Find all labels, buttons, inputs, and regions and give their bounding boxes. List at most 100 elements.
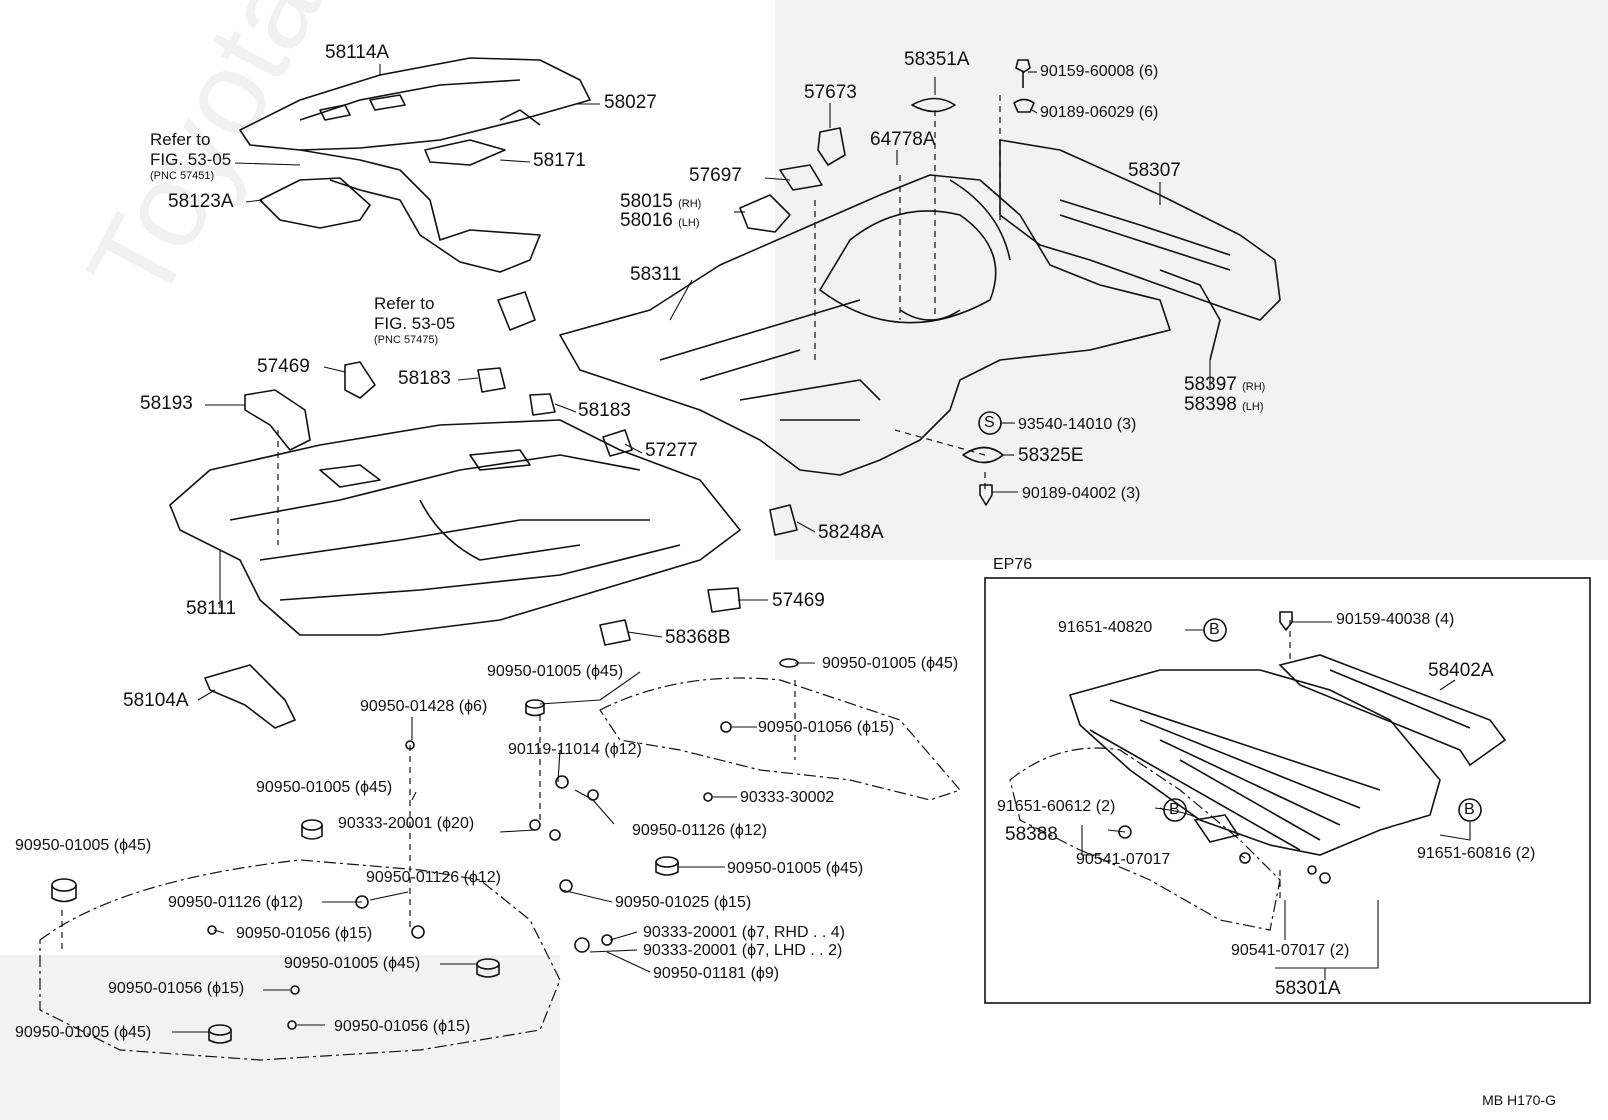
label-57277: 57277 — [645, 440, 698, 461]
label-58171: 58171 — [533, 150, 586, 171]
part-58248A-bracket — [769, 504, 798, 536]
label-g1: 90950-01005 (ϕ45) — [487, 663, 624, 680]
label-57469-low: 57469 — [772, 590, 825, 611]
refer-note-1-pnc: (PNC 57451) — [150, 170, 215, 182]
label-g5: 90119-11014 (ϕ12) — [508, 741, 642, 758]
label-58398-num: 58398 — [1184, 394, 1237, 415]
label-58325E: 58325E — [1018, 445, 1084, 466]
drawing-code: MB H170-G — [1482, 1092, 1556, 1108]
callout-b-letter-2: B — [1169, 801, 1180, 818]
part-58123A-brace — [259, 149, 541, 273]
part-58311-rear-floor — [559, 174, 1171, 476]
label-58397-side: (RH) — [1242, 381, 1266, 393]
part-57697-bracket — [779, 164, 823, 191]
callout-b-letter-3: B — [1464, 801, 1475, 818]
callout-s-letter: S — [984, 414, 995, 431]
inset-title-ep76: EP76 — [993, 556, 1033, 573]
label-58104A: 58104A — [123, 690, 189, 711]
label-58368B: 58368B — [665, 627, 731, 648]
label-58398-side: (LH) — [1242, 401, 1264, 413]
ep76-body-outline — [1009, 747, 1281, 931]
label-g22: 90950-01056 (ϕ15) — [334, 1018, 471, 1035]
part-58388-bracket — [1193, 814, 1240, 843]
label-i4: 91651-60612 (2) — [997, 798, 1116, 815]
callout-b-3 — [1458, 798, 1482, 822]
label-i7: 91651-60816 (2) — [1417, 845, 1536, 862]
part-58111-front-floor — [169, 419, 741, 636]
label-g4: 90950-01056 (ϕ15) — [758, 719, 895, 736]
label-58015: 58015 (RH) — [620, 191, 702, 213]
part-58368B-bracket — [599, 619, 631, 646]
label-i8: 90541-07017 (2) — [1231, 942, 1350, 959]
label-g9: 90950-01126 (ϕ12) — [632, 822, 767, 839]
label-57469-top: 57469 — [257, 356, 310, 377]
label-90189-06029: 90189-06029 (6) — [1040, 104, 1159, 121]
label-58016: 58016 (LH) — [620, 210, 700, 232]
label-g15: 90950-01056 (ϕ15) — [236, 925, 373, 942]
label-58016-num: 58016 — [620, 210, 673, 231]
part-58301A-battery-tray — [1068, 669, 1441, 856]
label-58183-top: 58183 — [398, 368, 451, 389]
label-g19: 90950-01181 (ϕ9) — [653, 965, 780, 982]
part-57469a-bracket — [344, 361, 376, 399]
label-g18: 90950-01005 (ϕ45) — [284, 955, 421, 972]
bolts — [979, 59, 1293, 631]
label-g8: 90333-20001 (ϕ20) — [338, 815, 475, 832]
ep76-inset-frame — [984, 577, 1591, 1004]
part-58114A-crossmember — [239, 57, 591, 151]
label-58397: 58397 (RH) — [1184, 374, 1266, 396]
label-i1: 91651-40820 — [1058, 619, 1153, 636]
label-58016-side: (LH) — [678, 217, 700, 229]
label-g10: 90950-01005 (ϕ45) — [15, 837, 152, 854]
label-58193: 58193 — [140, 393, 193, 414]
label-i6: 90541-07017 — [1076, 851, 1171, 868]
label-57697: 57697 — [689, 165, 742, 186]
label-g2: 90950-01005 (ϕ45) — [822, 655, 959, 672]
refer-note-2-line2: FIG. 53-05 — [374, 314, 456, 333]
label-90159-60008: 90159-60008 (6) — [1040, 63, 1159, 80]
label-i3: 58402A — [1428, 660, 1494, 681]
label-58307: 58307 — [1128, 160, 1181, 181]
label-58351A: 58351A — [904, 49, 970, 70]
part-57277-bracket — [602, 429, 633, 457]
refer-note-1-line2: FIG. 53-05 — [150, 150, 232, 169]
ep76-inset — [984, 577, 1591, 1004]
part-57673-bracket — [817, 127, 846, 166]
label-g12: 90950-01126 (ϕ12) — [366, 869, 501, 886]
label-g7: 90333-30002 — [740, 789, 835, 806]
label-58114A: 58114A — [325, 42, 390, 63]
alignment-lines — [61, 95, 1291, 950]
part-58104A-bracket — [204, 664, 296, 729]
label-58015-num: 58015 — [620, 191, 673, 212]
label-g6: 90950-01005 (ϕ45) — [256, 779, 393, 796]
part-58402A-panel — [1278, 654, 1507, 767]
label-57673: 57673 — [804, 82, 857, 103]
leader-lines — [172, 64, 1211, 1033]
refer-note-2-pnc: (PNC 57475) — [374, 334, 439, 346]
label-g14: 90950-01126 (ϕ12) — [168, 894, 303, 911]
part-58307-rear-panel — [999, 139, 1281, 361]
label-58248A: 58248A — [818, 522, 884, 543]
label-g21: 90950-01005 (ϕ45) — [15, 1024, 152, 1041]
label-i9: 58301A — [1275, 978, 1341, 999]
part-refer2-bracket — [497, 291, 536, 331]
label-90189-04002: 90189-04002 (3) — [1022, 485, 1141, 502]
part-58171-plate — [424, 139, 506, 166]
label-i2: 90159-40038 (4) — [1336, 611, 1455, 628]
refer-note-1: Refer to FIG. 53-05 (PNC 57451) — [150, 130, 231, 182]
part-58193-bracket — [244, 389, 311, 451]
label-58311: 58311 — [630, 264, 682, 285]
label-58397-num: 58397 — [1184, 374, 1237, 395]
shaded-region-bottom — [0, 955, 560, 1120]
label-58398: 58398 (LH) — [1184, 394, 1264, 416]
label-58123A: 58123A — [168, 191, 234, 212]
refer-note-2-line1: Refer to — [374, 294, 435, 313]
label-58111: 58111 — [186, 598, 237, 619]
label-58015-side: (RH) — [678, 198, 702, 210]
label-g13: 90950-01025 (ϕ15) — [615, 894, 752, 911]
part-58015-pad — [739, 194, 791, 233]
grommets — [51, 658, 799, 1044]
body-outline — [39, 677, 961, 1061]
label-g16: 90333-20001 (ϕ7, RHD . . 4) — [643, 924, 845, 941]
